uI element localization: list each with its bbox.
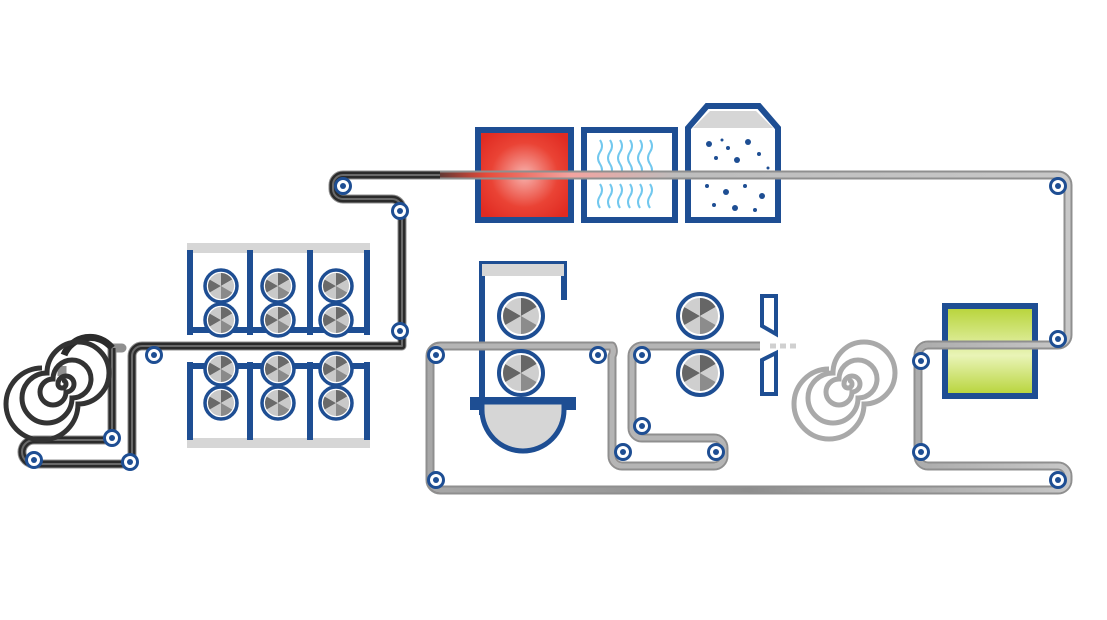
uncoiler-coil	[3, 339, 112, 443]
recoiler-coil	[791, 339, 898, 442]
coating-tank	[942, 303, 1038, 399]
roll-stand	[187, 243, 370, 448]
temper-mill-housing	[470, 261, 576, 454]
shear-blades	[760, 294, 778, 396]
powder-hopper	[685, 103, 781, 223]
cooling-chamber	[581, 127, 678, 223]
